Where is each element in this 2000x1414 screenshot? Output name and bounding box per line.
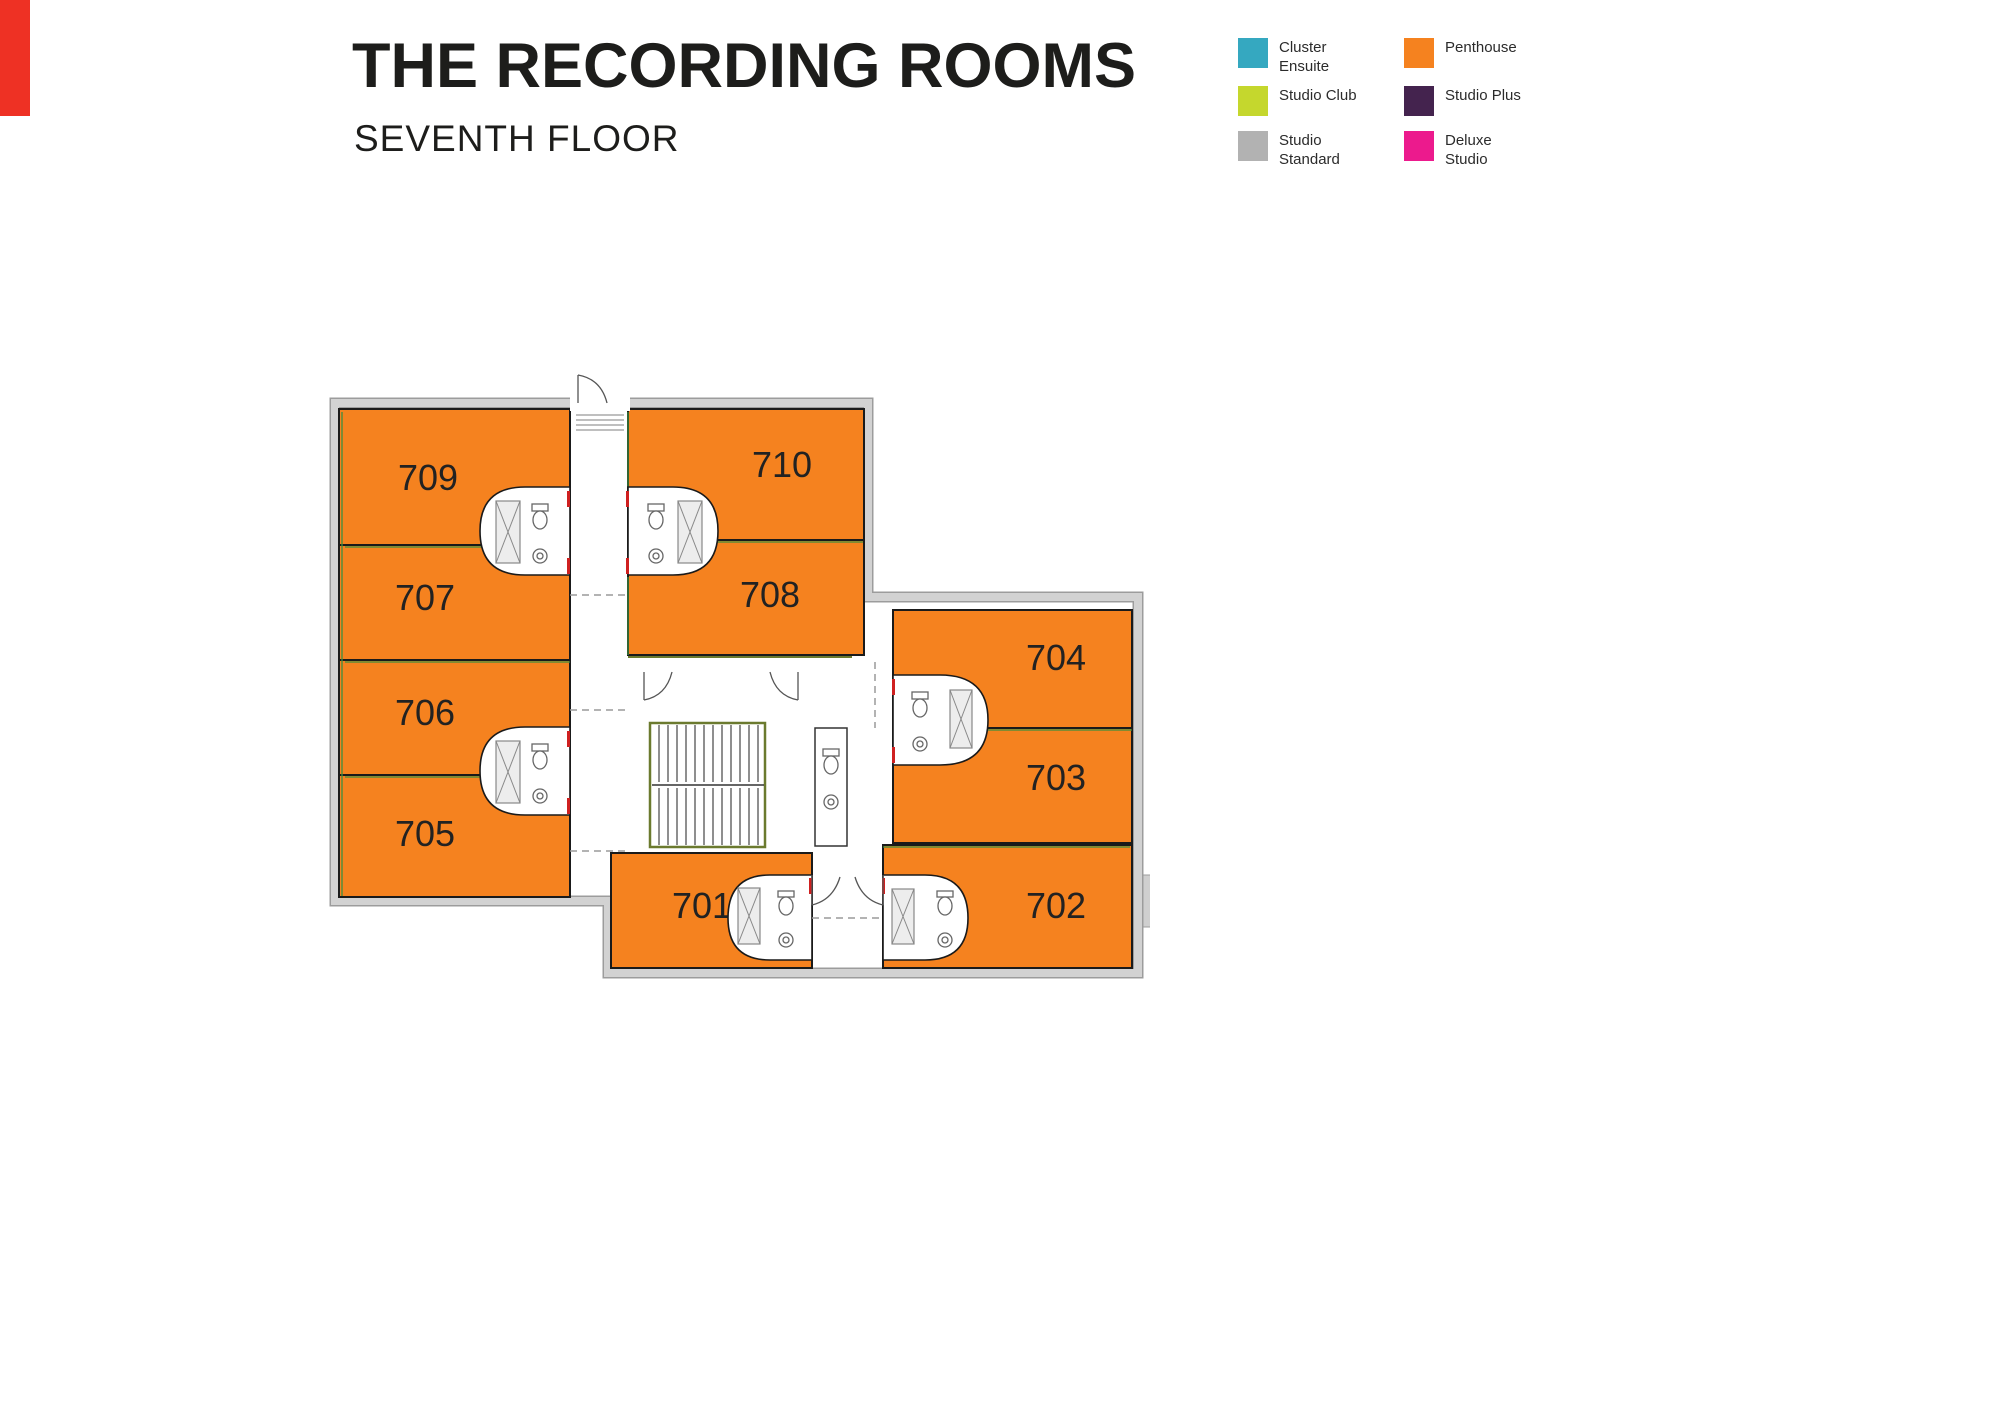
sink-icon — [778, 932, 794, 948]
page-title: THE RECORDING ROOMS — [352, 31, 1137, 101]
legend-item-studio-plus: Studio Plus — [1404, 86, 1537, 116]
door-frame-mark — [809, 878, 812, 894]
legend-item-deluxe-studio: Deluxe Studio — [1404, 131, 1537, 170]
toilet-icon — [531, 503, 549, 530]
penthouse-label: Penthouse — [1445, 39, 1517, 56]
bathroom-pod-c — [479, 726, 571, 816]
studio-standard-label: Studio Standard — [1279, 132, 1340, 168]
door-frame-mark — [892, 747, 895, 763]
stair-treads — [652, 725, 764, 845]
legend-item-studio-club: Studio Club — [1238, 86, 1371, 116]
toilet-icon — [531, 743, 549, 770]
toilet-icon — [777, 890, 795, 916]
deluxe-studio-label: Deluxe Studio — [1445, 132, 1492, 168]
door-frame-mark — [567, 491, 570, 507]
toilet-icon — [936, 890, 954, 916]
core-wc — [814, 727, 848, 847]
room-701-label: 701 — [672, 885, 732, 926]
sink-icon — [532, 788, 548, 804]
sink-icon — [532, 548, 548, 564]
outer-wall-fill — [331, 399, 1142, 977]
sink-icon — [648, 548, 664, 564]
threshold-dashes — [570, 594, 883, 919]
legend-item-penthouse: Penthouse — [1404, 38, 1537, 68]
cluster-ensuite-label: Cluster Ensuite — [1279, 39, 1330, 75]
lift-shaft-icon — [949, 689, 973, 749]
legend-item-studio-standard: Studio Standard — [1238, 131, 1371, 170]
room-702-label: 702 — [1026, 885, 1086, 926]
studio-club-label: Studio Club — [1279, 87, 1357, 104]
entrance-gap — [570, 395, 630, 411]
door-frame-mark — [892, 679, 895, 695]
toilet-icon — [911, 691, 929, 718]
sink-icon — [912, 736, 928, 752]
toilet-icon — [647, 503, 665, 530]
penthouse-swatch — [1404, 38, 1434, 68]
room-707-label: 707 — [395, 577, 455, 618]
toilet-icon — [822, 748, 840, 775]
lift-shaft-icon — [737, 887, 761, 945]
room-704-label: 704 — [1026, 637, 1086, 678]
deluxe-studio-swatch — [1404, 131, 1434, 161]
bathroom-pod-b — [626, 486, 719, 576]
legend: Cluster Ensuite Penthouse Studio Club St… — [1238, 38, 1658, 178]
bathroom-pod-d — [892, 674, 989, 766]
stair-core — [648, 721, 767, 849]
room-703-label: 703 — [1026, 757, 1086, 798]
cluster-ensuite-swatch — [1238, 38, 1268, 68]
corridor-door-arcs — [643, 671, 884, 906]
door-frame-mark — [567, 731, 570, 747]
room-709-label: 709 — [398, 457, 458, 498]
bathroom-pod-f — [882, 874, 969, 961]
studio-plus-label: Studio Plus — [1445, 87, 1521, 104]
lift-shaft-icon — [891, 888, 915, 945]
studio-plus-swatch — [1404, 86, 1434, 116]
entrance-door-arc — [577, 374, 608, 404]
lift-shaft-icon — [495, 500, 521, 564]
legend-item-cluster-ensuite: Cluster Ensuite — [1238, 38, 1371, 77]
studio-club-swatch — [1238, 86, 1268, 116]
bathroom-pod-a — [479, 486, 571, 576]
door-frame-mark — [626, 558, 629, 574]
room-706-label: 706 — [395, 692, 455, 733]
sink-icon — [823, 794, 839, 810]
lift-shaft-icon — [495, 740, 521, 804]
floor-plan: 709 707 706 705 710 708 704 703 — [329, 374, 1150, 979]
door-frame-mark — [567, 798, 570, 814]
page-subtitle: SEVENTH FLOOR — [354, 118, 680, 159]
sink-icon — [937, 932, 953, 948]
room-710: 710 — [627, 408, 865, 541]
room-708-label: 708 — [740, 574, 800, 615]
door-frame-mark — [626, 491, 629, 507]
red-ribbon — [0, 0, 30, 116]
studio-standard-swatch — [1238, 131, 1268, 161]
room-705-label: 705 — [395, 813, 455, 854]
room-710-label: 710 — [752, 444, 812, 485]
bathroom-pod-e — [727, 874, 813, 961]
door-frame-mark — [567, 558, 570, 574]
lift-shaft-icon — [677, 500, 703, 564]
